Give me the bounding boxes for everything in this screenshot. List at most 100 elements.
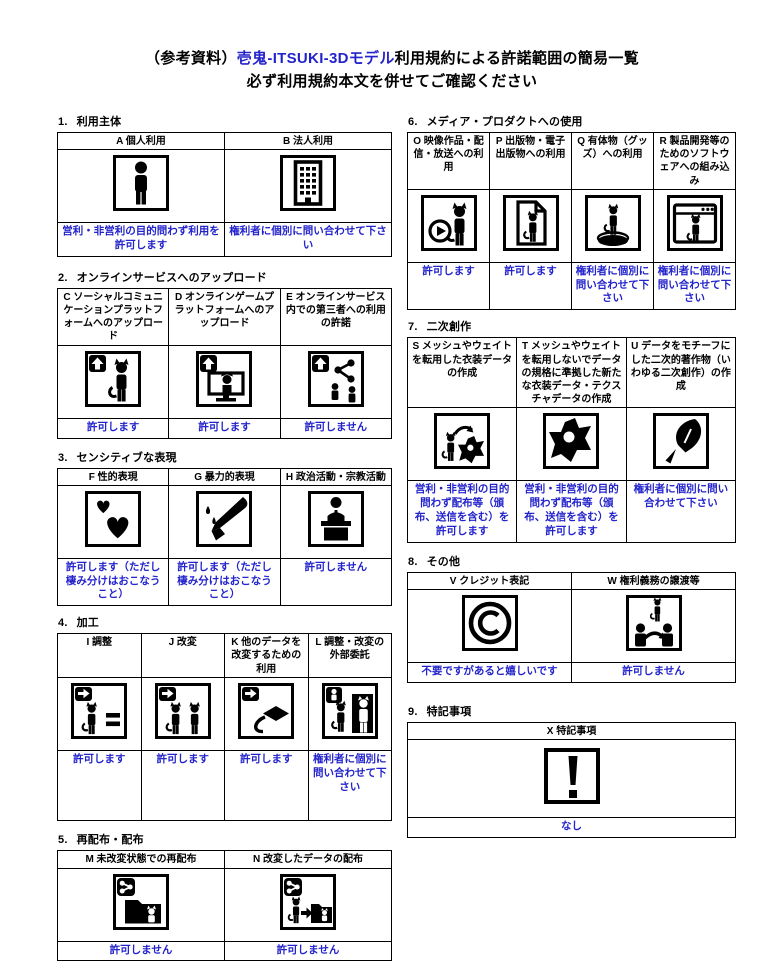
section-title: 二次創作 xyxy=(426,321,472,334)
cell-header: W 権利義務の譲渡等 xyxy=(571,571,736,590)
left-column: 1.利用主体 A 個人利用 B 法人利用 xyxy=(56,113,393,972)
cell-header: E オンラインサービス内での第三者への利用の許諾 xyxy=(279,287,393,346)
permission-text: 許可します xyxy=(56,417,170,439)
document-title: （参考資料）壱鬼-ITSUKI-3Dモデル利用規約による許諾範囲の簡易一覧 必ず… xyxy=(0,0,784,93)
usage-subject-table: A 個人利用 B 法人利用 営利・非 xyxy=(57,131,392,257)
section-title: センシティブな表現 xyxy=(76,451,177,464)
upload-cat-icon xyxy=(85,350,142,407)
special-notes-table: X 特記事項 なし xyxy=(407,721,736,838)
title-suffix: 利用規約による許諾範囲の簡易一覧 xyxy=(394,50,639,67)
media-product-table: O 映像作品・配信・放送への利用 P 出版物・電子出版物への利用 Q 有体物（グ… xyxy=(407,132,736,311)
permission-text: 許可しません xyxy=(279,417,393,439)
costume-new-icon xyxy=(543,413,600,470)
other-table: V クレジット表記 W 権利義務の譲渡等 不要ですがあると嬉しいです 許可しませ… xyxy=(407,571,736,683)
upload-game-monitor-icon xyxy=(196,350,253,407)
cell-header: B 法人利用 xyxy=(224,131,392,151)
cell-header: A 個人利用 xyxy=(57,131,225,151)
permission-text: 権利者に個別に問い合わせて下さい xyxy=(653,261,736,311)
derivative-works-table: S メッシュやウェイトを転用した衣装データの作成 T メッシュやウェイトを転用し… xyxy=(406,337,737,543)
video-play-cat-icon xyxy=(420,194,477,251)
cell-header: K 他のデータを改変するための利用 xyxy=(224,633,309,678)
cell-header: X 特記事項 xyxy=(407,721,736,740)
section-title: 再配布・配布 xyxy=(76,834,144,847)
cell-header: J 改変 xyxy=(140,633,225,678)
permission-text: 許可します xyxy=(140,749,225,822)
cell-header: R 製品開発等のためのソフトウェアへの組み込み xyxy=(653,132,736,190)
share-modified-folder-icon xyxy=(280,873,336,930)
permission-text: 権利者に個別に問い合わせて下さい xyxy=(571,261,654,311)
title-prefix: （参考資料） xyxy=(144,50,237,67)
section-special-notes: 9.特記事項 X 特記事項 なし xyxy=(407,703,736,838)
section-other: 8.その他 V クレジット表記 W 権利義務の譲渡等 不要です xyxy=(407,553,736,683)
permission-text: 営利・非営利の目的問わず配布等（頒布、送信を含む）を許可します xyxy=(406,480,518,543)
permission-text: なし xyxy=(407,816,736,838)
cell-header: G 暴力的表現 xyxy=(168,467,281,486)
title-subtitle: 必ず利用規約本文を併せてご確認ください xyxy=(246,72,538,90)
permission-text: 許可します xyxy=(224,749,309,822)
building-icon xyxy=(280,155,336,212)
rights-transfer-icon xyxy=(625,594,682,651)
fountain-pen-icon xyxy=(652,413,709,470)
section-sensitive-expression: 3.センシティブな表現 F 性的表現 G 暴力的表現 H 政治活動・宗教活動 xyxy=(56,449,393,607)
cell-header: U データをモチーフにした二次的著作物（いわゆる二次創作）の作成 xyxy=(625,337,737,409)
cell-header: F 性的表現 xyxy=(56,467,170,486)
publication-page-cat-icon xyxy=(502,194,559,251)
title-line: （参考資料）壱鬼-ITSUKI-3Dモデル利用規約による許諾範囲の簡易一覧 xyxy=(0,48,784,71)
software-window-cat-icon xyxy=(666,194,723,251)
hearts-icon xyxy=(85,490,142,547)
cell-header: L 調整・改変の外部委託 xyxy=(307,633,392,678)
goods-figurine-icon xyxy=(584,194,641,251)
section-title: 特記事項 xyxy=(426,705,472,718)
cell-header: V クレジット表記 xyxy=(407,571,572,590)
section-title: 加工 xyxy=(76,617,99,630)
permission-text: 許可しません xyxy=(571,661,736,683)
outsource-doorway-icon xyxy=(321,682,378,739)
adjust-equals-cat-icon xyxy=(71,682,128,739)
costume-reuse-icon xyxy=(434,413,491,470)
section-usage-subject: 1.利用主体 A 個人利用 B 法人利用 xyxy=(57,113,392,257)
cell-header: M 未改変状態での再配布 xyxy=(57,850,225,869)
permission-text: 許可しません xyxy=(279,557,393,607)
cell-header: I 調整 xyxy=(57,633,142,678)
permission-text: 許可しません xyxy=(57,940,225,962)
cell-header: C ソーシャルコミュニケーションプラットフォームへのアップロード xyxy=(56,287,170,346)
permission-text: 権利者に個別に問い合わせて下さい xyxy=(307,749,392,822)
section-media-product: 6.メディア・プロダクトへの使用 O 映像作品・配信・放送への利用 P 出版物・… xyxy=(407,113,736,311)
cell-header: O 映像作品・配信・放送への利用 xyxy=(407,132,490,190)
permission-text: 許可します（ただし棲み分けはおこなうこと） xyxy=(168,557,281,607)
permission-text: 営利・非営利の目的問わず配布等（頒布、送信を含む）を許可します xyxy=(516,480,627,543)
cell-header: D オンラインゲームプラットフォームへのアップロード xyxy=(168,287,281,346)
permission-text: 許可します xyxy=(489,261,572,311)
permission-text: 権利者に個別に問い合わせて下さい xyxy=(625,480,737,543)
cell-header: N 改変したデータの配布 xyxy=(224,850,392,869)
cell-header: S メッシュやウェイトを転用した衣装データの作成 xyxy=(406,337,518,409)
cell-header: H 政治活動・宗教活動 xyxy=(279,467,393,486)
permission-text: 許可します xyxy=(57,749,142,822)
cell-header: Q 有体物（グッズ）への利用 xyxy=(571,132,654,190)
model-name: 壱鬼-ITSUKI-3Dモデル xyxy=(236,50,395,67)
processing-table: I 調整 J 改変 K 他のデータを改変するための利用 L 調整・改変の外部委託 xyxy=(57,633,392,822)
permission-text: 許可します xyxy=(407,261,490,311)
online-upload-table: C ソーシャルコミュニケーションプラットフォームへのアップロード D オンライン… xyxy=(56,287,393,439)
redistribution-table: M 未改変状態での再配布 N 改変したデータの配布 xyxy=(57,850,392,962)
upload-share-people-icon xyxy=(307,350,364,407)
sensitive-expression-table: F 性的表現 G 暴力的表現 H 政治活動・宗教活動 xyxy=(56,467,393,607)
permission-text: 営利・非営利の目的問わず利用を許可します xyxy=(57,222,225,257)
permission-text: 許可しません xyxy=(224,940,392,962)
permission-text: 権利者に個別に問い合わせて下さい xyxy=(224,222,392,257)
permission-text: 許可します（ただし棲み分けはおこなうこと） xyxy=(56,557,170,607)
podium-speaker-icon xyxy=(307,490,364,547)
section-title: その他 xyxy=(426,555,461,568)
section-redistribution: 5.再配布・配布 M 未改変状態での再配布 N 改変したデータの配布 xyxy=(57,831,392,962)
accessory-bow-icon xyxy=(238,682,295,739)
person-icon xyxy=(113,155,169,212)
modify-two-cats-icon xyxy=(154,682,211,739)
cell-header: T メッシュやウェイトを転用しないでデータの規格に準拠した新たな衣装データ・テク… xyxy=(516,337,627,409)
permission-text: 許可します xyxy=(168,417,281,439)
share-folder-cat-icon xyxy=(113,873,169,930)
cell-header: P 出版物・電子出版物への利用 xyxy=(489,132,572,190)
copyright-icon xyxy=(461,594,518,651)
section-title: 利用主体 xyxy=(76,116,122,128)
section-online-upload: 2.オンラインサービスへのアップロード C ソーシャルコミュニケーションプラット… xyxy=(56,269,393,439)
